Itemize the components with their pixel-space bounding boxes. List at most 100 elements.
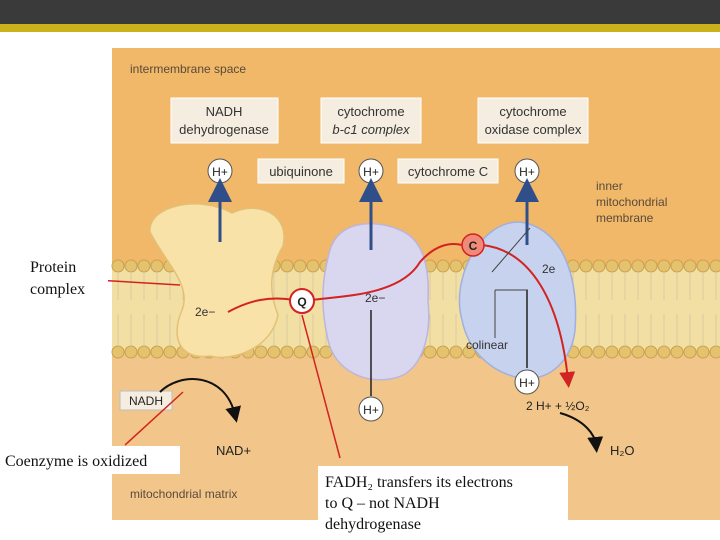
q-molecule: Q [289, 288, 315, 314]
intermembrane-label: intermembrane space [130, 62, 246, 76]
nadh-dehydrogenase-complex [149, 203, 285, 358]
proton-oxygen-label: 2 H+ + ½O₂ [526, 399, 590, 413]
coenzyme-pointer [124, 391, 184, 446]
svg-text:H+: H+ [363, 403, 379, 417]
cytochrome-c-box [397, 158, 499, 184]
cytochrome-bc1-line2: b-c1 complex [332, 122, 410, 137]
lipid-head [657, 259, 671, 273]
lipid-head [657, 345, 671, 359]
electron-path-2 [311, 243, 463, 301]
lipid-head [449, 259, 463, 273]
lipid-head [579, 259, 593, 273]
svg-text:C: C [469, 239, 478, 253]
lipid-head [293, 345, 307, 359]
fadh2-annotation-2: to Q – not NADH [325, 495, 440, 512]
electron-path-1 [227, 297, 295, 313]
coenzyme-annotation: Coenzyme is oxidized [5, 453, 147, 470]
slide-accent-bar [0, 24, 720, 32]
inner-membrane-label-2: mitochondrial [596, 195, 667, 209]
cytochrome-oxidase-line2: oxidase complex [485, 122, 582, 137]
cytochrome-bc1-box [320, 97, 422, 144]
lipid-head [254, 345, 268, 359]
svg-text:H+: H+ [363, 165, 379, 179]
lipid-head [696, 259, 710, 273]
svg-text:H+: H+ [212, 165, 228, 179]
electrons-label-2: 2e− [365, 291, 385, 305]
lipid-head [124, 259, 138, 273]
cytochrome-oxidase-complex [458, 221, 577, 380]
lipid-head [579, 345, 593, 359]
nadh-dehydrogenase-line2: dehydrogenase [179, 122, 269, 137]
lipid-head [111, 345, 125, 359]
lipid-head [605, 259, 619, 273]
nadh-dehydrogenase-box [170, 97, 279, 144]
lipid-head [124, 345, 138, 359]
lipid-head [683, 259, 697, 273]
water-arrow [559, 412, 604, 453]
lipid-head [696, 345, 710, 359]
electrons-label-1: 2e− [195, 305, 215, 319]
nad-plus-label: NAD+ [216, 443, 251, 458]
svg-text:H+: H+ [519, 376, 535, 390]
h-plus-2: H+ [358, 158, 384, 184]
electron-path-3 [481, 244, 576, 388]
h-plus-4: H+ [514, 369, 540, 395]
lipid-head [631, 345, 645, 359]
lipid-head [267, 345, 281, 359]
lipid-head [280, 345, 294, 359]
h-plus-bottom: H+ [358, 396, 384, 422]
protein-complex-pointer [95, 279, 181, 286]
svg-text:Q: Q [297, 295, 306, 309]
lipid-head [137, 259, 151, 273]
lipid-head [644, 345, 658, 359]
lipid-head [163, 345, 177, 359]
svg-text:H+: H+ [519, 165, 535, 179]
matrix-label: mitochondrial matrix [130, 487, 237, 501]
lipid-head [293, 259, 307, 273]
lipid-head [631, 259, 645, 273]
lipid-head [436, 345, 450, 359]
lipid-head [423, 345, 437, 359]
ubiquinone-box [257, 158, 345, 184]
cytochrome-oxidase-box [477, 97, 589, 144]
h-plus-1: H+ [207, 158, 233, 184]
lipid-head [449, 345, 463, 359]
lipid-head [150, 259, 164, 273]
lipid-head [592, 259, 606, 273]
fadh2-pointer [301, 314, 341, 459]
lipid-head [150, 345, 164, 359]
lipid-head [605, 345, 619, 359]
cytochrome-c-label: cytochrome C [408, 164, 488, 179]
ubiquinone-label: ubiquinone [269, 164, 333, 179]
lipid-head [670, 345, 684, 359]
lipid-head [592, 345, 606, 359]
electrons-label-3: 2e [542, 262, 556, 276]
nadh-box [119, 390, 173, 411]
lipid-head [670, 259, 684, 273]
protein-complex-annotation-2: complex [30, 281, 85, 298]
lipid-head [618, 259, 632, 273]
colinear-label: colinear [466, 338, 508, 352]
lipid-head [618, 345, 632, 359]
lipid-head [280, 259, 294, 273]
nadh-label: NADH [129, 394, 163, 408]
cytochrome-bc1-complex [322, 222, 430, 381]
water-label: H₂O [610, 443, 635, 458]
protein-complex-annotation-1: Protein [30, 259, 76, 276]
slide-top-bar [0, 0, 720, 24]
nadh-oxidation-arrow [159, 378, 241, 423]
lipid-head [306, 259, 320, 273]
lipid-head [644, 259, 658, 273]
lipid-head [709, 345, 720, 359]
lipid-head [709, 259, 720, 273]
lipid-head [111, 259, 125, 273]
inner-membrane-label-1: inner [596, 179, 623, 193]
inner-membrane-label-3: membrane [596, 211, 654, 225]
cytochrome-bc1-line1: cytochrome [337, 104, 404, 119]
lipid-head [436, 259, 450, 273]
fadh2-annotation-3: dehydrogenase [325, 516, 421, 533]
h-plus-3: H+ [514, 158, 540, 184]
lipid-head [137, 345, 151, 359]
nadh-dehydrogenase-line1: NADH [206, 104, 243, 119]
